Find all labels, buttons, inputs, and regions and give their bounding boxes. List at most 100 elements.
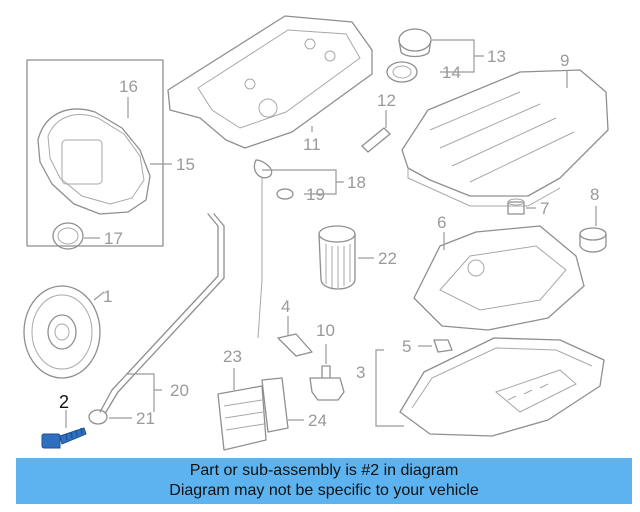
part-20-dipstick-rod <box>257 178 263 339</box>
leader-18 <box>262 169 344 195</box>
callout-2: 2 <box>59 392 69 412</box>
callout-5: 5 <box>402 337 411 356</box>
callout-23: 23 <box>223 347 242 366</box>
leader-1 <box>93 291 105 301</box>
callout-13: 13 <box>487 47 506 66</box>
part-4-clip <box>277 333 313 357</box>
callout-4: 4 <box>281 297 290 316</box>
part-6-baffle <box>413 225 585 331</box>
part-16-gasket <box>47 114 145 205</box>
part-11-cover-top <box>197 29 361 129</box>
part-1-pulley-group: 1 <box>23 285 112 379</box>
callout-17: 17 <box>104 229 123 248</box>
part-19-o-ring <box>276 188 294 200</box>
part-13-cap-body <box>398 39 432 58</box>
part-9-lower-edge <box>407 168 561 207</box>
part-11-oil-port <box>258 98 278 118</box>
part-1-pulley-bore <box>54 323 70 341</box>
part-18-dipstick-guide <box>253 159 273 179</box>
callout-24: 24 <box>308 411 327 430</box>
part-17-seal-inner <box>57 227 79 245</box>
banner-line-1: Part or sub-assembly is #2 in diagram <box>189 462 459 479</box>
callout-16: 16 <box>119 77 138 96</box>
part-1-pulley-hub <box>47 314 77 350</box>
part-15-timing-cover-group: 16 15 17 <box>26 59 195 250</box>
part-8-cap-top <box>579 227 607 241</box>
part-23-24-group: 23 24 <box>217 347 327 451</box>
part-21-seal <box>88 409 108 425</box>
part-2-bolt-group: 2 <box>41 392 87 449</box>
callout-12: 12 <box>377 91 396 110</box>
part-17-seal <box>52 222 84 250</box>
part-23-cooler-fins <box>223 399 265 431</box>
part-11-boss-b <box>324 50 336 62</box>
callout-19: 19 <box>306 185 325 204</box>
part-24-gasket <box>261 377 289 433</box>
part-2-bolt-head <box>41 433 61 449</box>
callout-9: 9 <box>560 51 569 70</box>
part-3-pan-drain <box>507 383 549 401</box>
part-1-pulley-groove <box>31 294 93 370</box>
part-9-upper-oil-pan <box>401 69 609 197</box>
part-9-upper-oil-pan-group: 9 <box>401 51 609 207</box>
part-3-pan-rim <box>411 347 593 409</box>
part-12-pin <box>361 127 391 153</box>
part-13-filler-cap-group: 13 14 <box>386 28 506 83</box>
banner-line-2: Diagram may not be specific to your vehi… <box>169 482 479 499</box>
callout-3: 3 <box>356 363 365 382</box>
part-4-10-group: 4 10 <box>277 297 345 401</box>
part-6-boss <box>467 259 485 277</box>
part-14-seal-ring <box>386 61 418 83</box>
part-7-8-group: 7 8 <box>507 185 607 253</box>
part-22-filter-body <box>318 233 356 290</box>
callout-22: 22 <box>378 249 397 268</box>
part-15-frame <box>26 59 164 247</box>
callout-10: 10 <box>316 321 335 340</box>
part-11-boss-a <box>304 38 316 50</box>
info-banner: Part or sub-assembly is #2 in diagram Di… <box>16 458 632 504</box>
part-15-timing-cover <box>37 108 151 215</box>
part-6-group: 6 <box>413 213 585 331</box>
callout-11: 11 <box>303 135 321 154</box>
part-21-group: 21 <box>88 409 155 428</box>
part-3-pan-sump <box>494 369 577 413</box>
part-13-filler-cap <box>398 28 432 52</box>
part-14-seal-inner <box>392 65 412 79</box>
callout-6: 6 <box>437 213 446 232</box>
part-2-bolt-thread <box>65 427 83 441</box>
part-22-filter-top <box>318 225 356 243</box>
parts-diagram: 16 15 17 11 13 14 12 9 <box>23 15 609 451</box>
callout-18: 18 <box>347 173 366 192</box>
part-3-oil-pan <box>399 337 605 437</box>
part-1-pulley <box>23 285 101 379</box>
part-11-boss-c <box>244 78 256 90</box>
part-12-group: 12 <box>361 91 396 153</box>
part-3-oil-pan-group: 3 5 <box>356 337 605 437</box>
callout-15: 15 <box>176 155 195 174</box>
part-8-cap <box>579 233 607 253</box>
part-2-bolt-shank <box>59 427 87 445</box>
part-6-baffle-detail <box>439 245 567 311</box>
part-11-head-cover <box>167 15 373 149</box>
part-23-oil-cooler <box>217 385 267 451</box>
part-11-head-cover-group: 11 <box>167 15 373 154</box>
callout-14: 14 <box>442 63 461 82</box>
callout-8: 8 <box>590 185 599 204</box>
part-5-drain-plug <box>433 339 453 353</box>
part-7-plug-top <box>507 198 525 206</box>
part-22-oil-filter-group: 22 <box>318 225 397 290</box>
part-9-inner-ribs <box>429 91 575 183</box>
part-10-sensor <box>309 365 345 401</box>
part-7-plug <box>507 201 525 215</box>
part-18-19-group: 18 19 <box>253 159 366 204</box>
part-15-cover-rib <box>61 139 103 185</box>
callout-20: 20 <box>170 381 189 400</box>
leader-3 <box>375 349 404 427</box>
leader-20 <box>126 373 162 412</box>
callout-7: 7 <box>540 199 549 218</box>
part-20-dipstick-group: 20 <box>99 178 263 413</box>
callout-21: 21 <box>136 409 155 428</box>
part-20-dipstick-tube <box>99 213 225 413</box>
leader-13 <box>432 39 484 73</box>
callout-1: 1 <box>103 287 112 306</box>
